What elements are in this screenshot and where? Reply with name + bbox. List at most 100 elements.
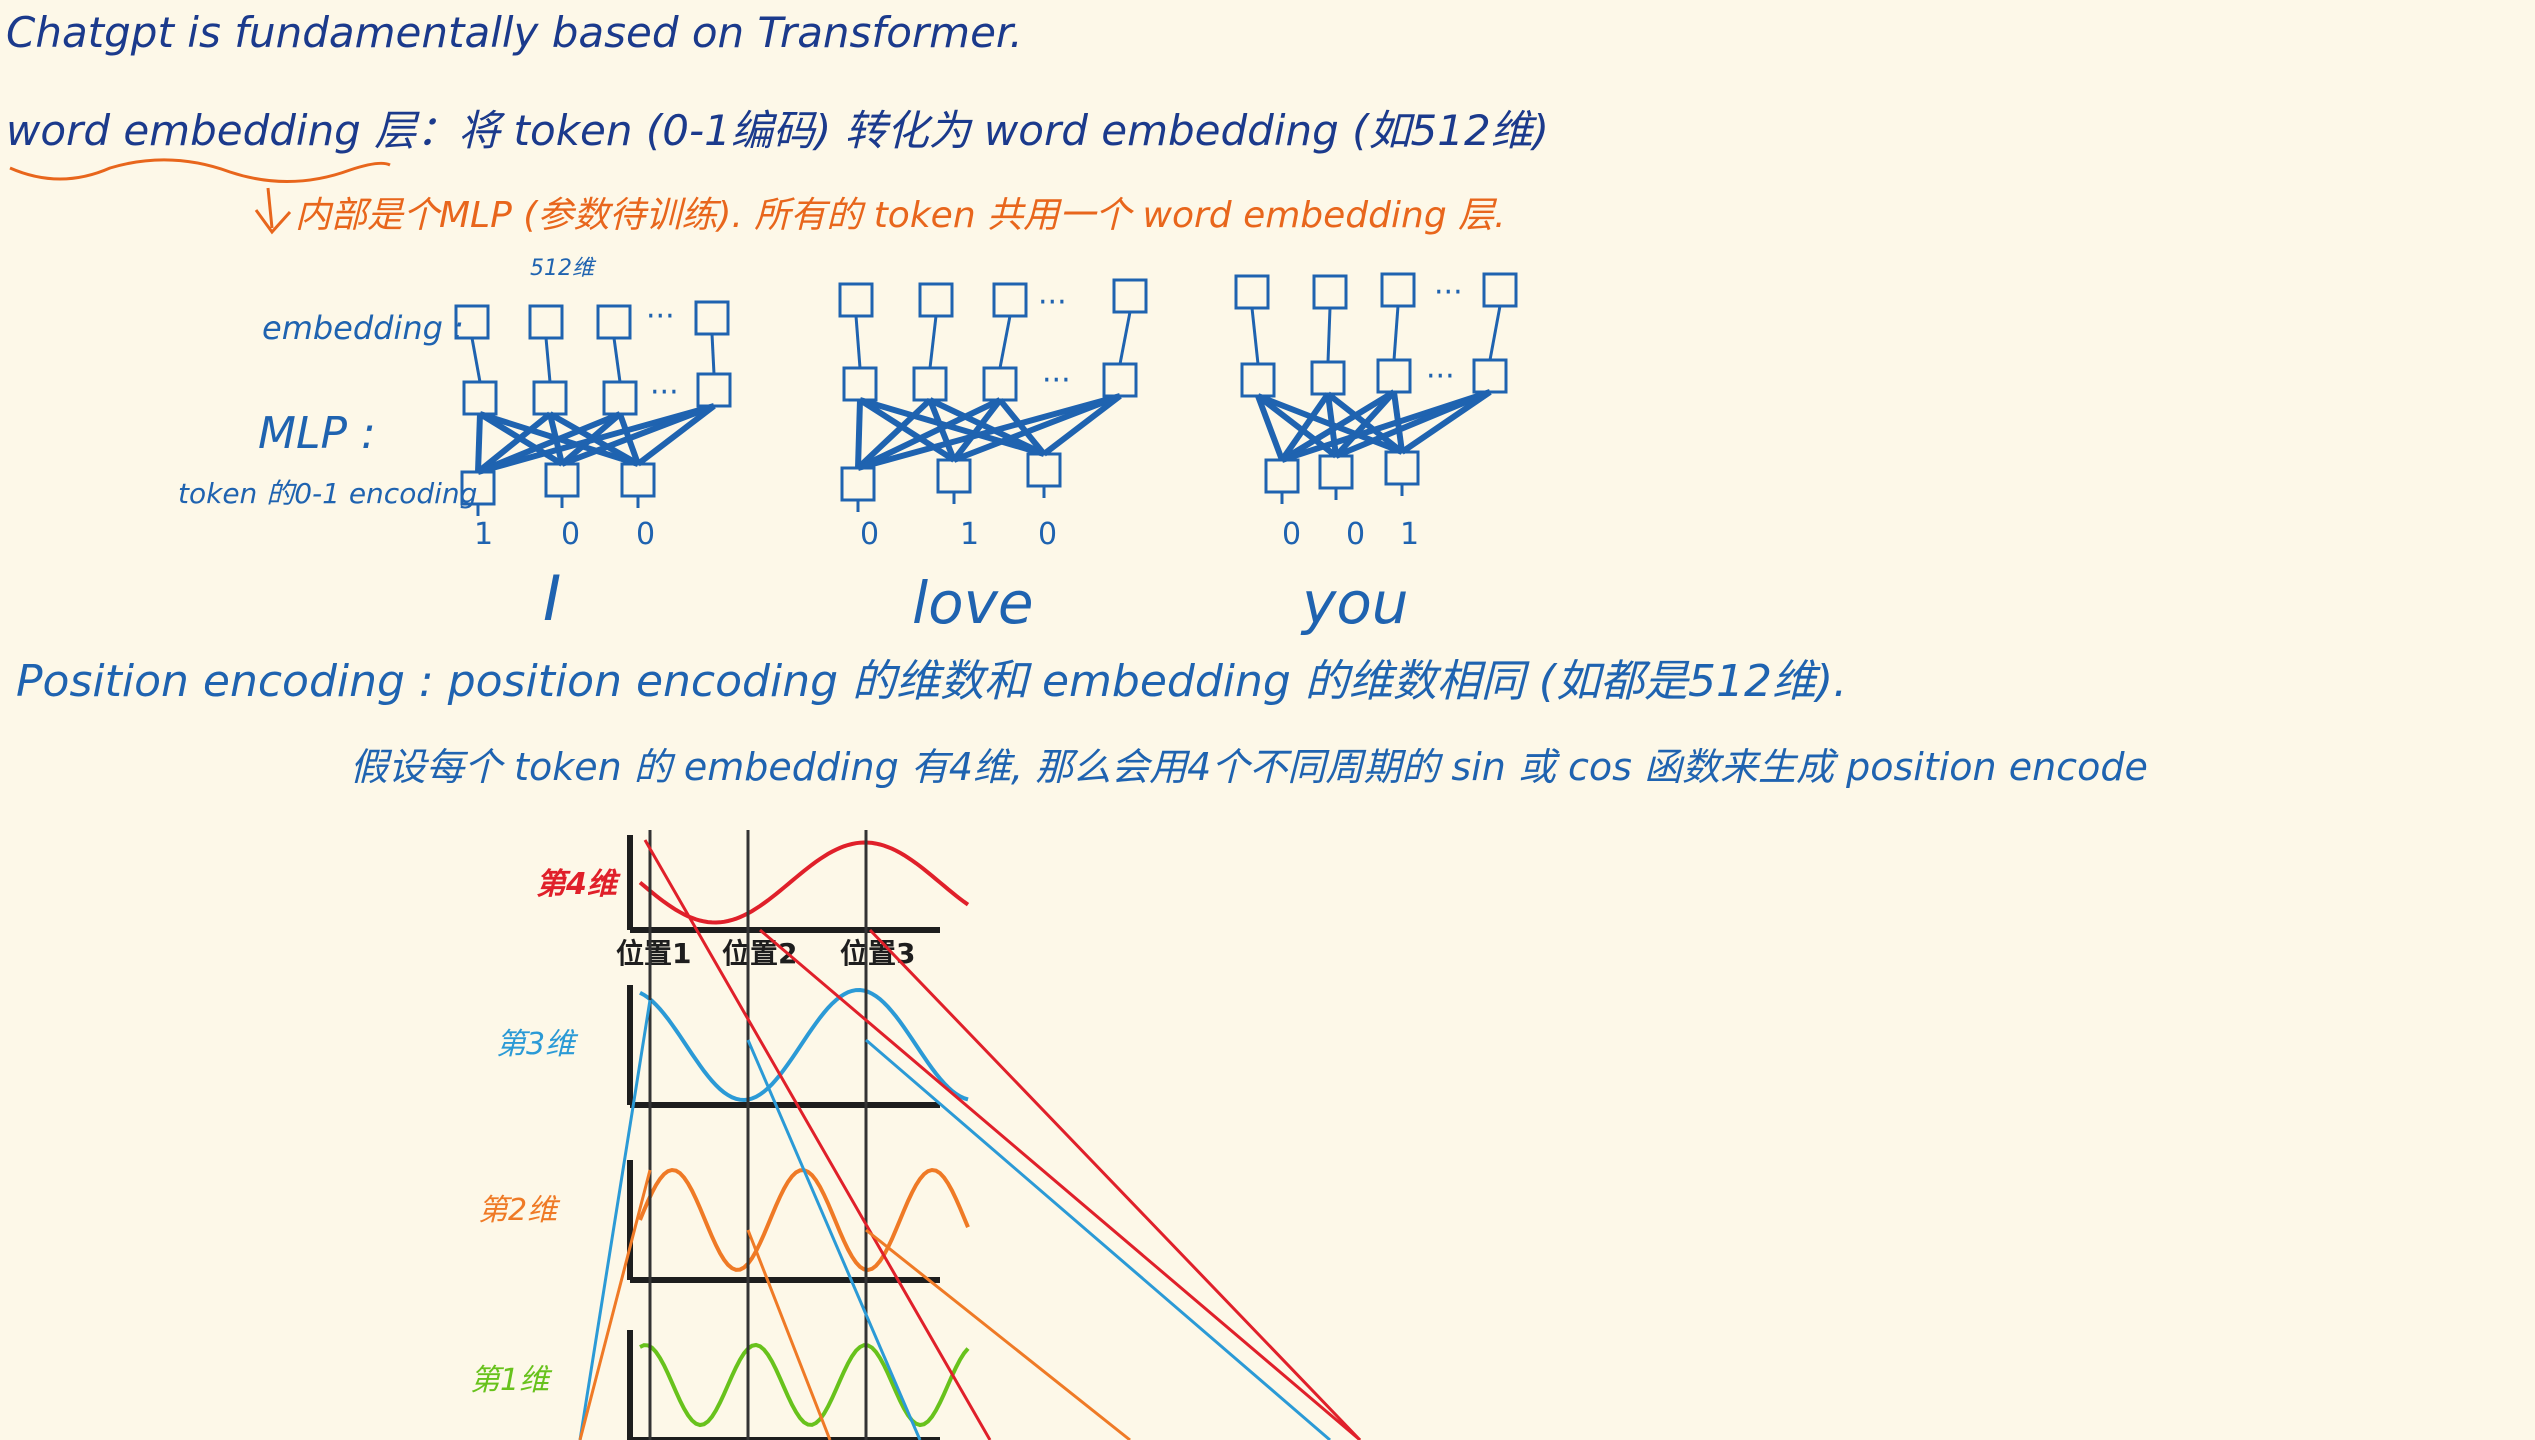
wave-dim1: [639, 1342, 970, 1428]
bit-you-1: 0: [1346, 517, 1366, 552]
link-mlp-token-love-3-2: [1042, 393, 1122, 457]
link-mlp-token-love-0-2: [859, 397, 1045, 457]
embedding-node-you-0: [1234, 274, 1270, 310]
wave-dim3: [639, 987, 969, 1103]
token-node-love-0: [840, 466, 876, 502]
embedding-node-you-3: [1482, 272, 1518, 308]
mlp-node-love-3: [1102, 362, 1138, 398]
link-emb-mlp-love-0: [854, 315, 862, 369]
link-mlp-token-you-3-2: [1400, 389, 1492, 455]
mlp-node-i-0: [462, 380, 498, 416]
mlp-node-you-2: [1376, 358, 1412, 394]
link-mlp-token-love-0-1: [858, 397, 956, 463]
arrow-down: [254, 187, 292, 235]
mlp-note-line: 内部是个MLP (参数待训练). 所有的 token 共用一个 word emb…: [295, 195, 1506, 236]
link-mlp-token-love-3-0: [857, 393, 1121, 471]
dim3-label: 第3维: [496, 1027, 576, 1062]
token-node-you-0: [1264, 458, 1300, 494]
link-mlp-token-love-2-2: [997, 398, 1047, 456]
link-emb-mlp-i-1: [544, 337, 552, 383]
link-emb-mlp-you-2: [1392, 305, 1400, 361]
link-mlp-token-i-0-0: [475, 413, 483, 473]
link-emb-mlp-you-0: [1250, 307, 1260, 365]
link-mlp-token-you-0-0: [1255, 394, 1285, 462]
dots-i-emb: ···: [646, 299, 675, 334]
projection-line-8: [746, 1229, 832, 1440]
link-emb-mlp-you-3: [1488, 305, 1502, 361]
bit-love-1: 1: [960, 517, 980, 552]
link-emb-mlp-love-1: [928, 315, 938, 369]
token-node-i-2: [620, 462, 656, 498]
wave-dim4: [638, 840, 970, 925]
assumption-line: 假设每个 token 的 embedding 有4维, 那么会用4个不同周期的 …: [350, 745, 2148, 789]
link-mlp-token-you-1-0: [1279, 392, 1331, 462]
wave-dim2: [638, 1167, 970, 1273]
embedding-node-love-2: [992, 282, 1028, 318]
link-emb-mlp-love-3: [1118, 311, 1132, 365]
token-node-i-1: [544, 462, 580, 498]
pos1-label: 位置1: [616, 937, 692, 970]
link-mlp-token-you-2-1: [1333, 389, 1397, 459]
mlp-node-i-3: [696, 372, 732, 408]
link-mlp-token-you-3-1: [1334, 389, 1492, 459]
word-love: love: [912, 569, 1034, 637]
link-mlp-token-i-3-2: [636, 403, 716, 467]
word-i: I: [543, 562, 562, 635]
pos2-label: 位置2: [722, 937, 798, 970]
mlp-node-love-2: [982, 366, 1018, 402]
word-embedding-line: word embedding 层：将 token (0-1编码) 转化为 wor…: [6, 106, 1550, 155]
embedding-node-love-1: [918, 282, 954, 318]
bit-love-0: 0: [860, 517, 880, 552]
link-mlp-token-you-2-0: [1280, 389, 1396, 463]
dim4-label: 第4维: [536, 867, 617, 902]
token-node-love-1: [936, 458, 972, 494]
mlp-row-label: MLP :: [258, 408, 376, 459]
embedding-node-i-0: [454, 304, 490, 340]
embedding-node-love-0: [838, 282, 874, 318]
bit-you-2: 1: [1400, 517, 1420, 552]
mlp-node-you-3: [1472, 358, 1508, 394]
link-mlp-token-i-3-1: [560, 403, 716, 467]
projection-line-4: [578, 999, 652, 1440]
projection-line-5: [746, 1039, 922, 1440]
bit-i-2: 0: [636, 517, 656, 552]
link-emb-mlp-you-1: [1326, 307, 1332, 363]
dots-love-mlp: ···: [1042, 363, 1071, 398]
bit-love-2: 0: [1038, 517, 1058, 552]
position-encoding-line: Position encoding : position encoding 的维…: [16, 656, 1848, 707]
projection-line-3: [868, 928, 1362, 1440]
mlp-node-i-1: [532, 380, 568, 416]
word-you: you: [1302, 569, 1409, 637]
underline-wavy: [9, 158, 391, 183]
dim1-label: 第1维: [470, 1363, 550, 1398]
link-mlp-token-love-1-2: [928, 397, 1046, 457]
embedding-node-you-1: [1312, 274, 1348, 310]
mlp-node-love-0: [842, 366, 878, 402]
embedding-node-love-3: [1112, 278, 1148, 314]
link-mlp-token-i-3-0: [477, 403, 715, 475]
link-emb-mlp-i-3: [710, 333, 716, 375]
dots-love-emb: ···: [1038, 285, 1067, 320]
projection-line-1: [643, 839, 992, 1440]
mlp-node-you-1: [1310, 360, 1346, 396]
bit-i-1: 0: [561, 517, 581, 552]
bit-you-0: 0: [1282, 517, 1302, 552]
link-mlp-token-love-3-1: [952, 393, 1122, 463]
dots-i-mlp: ···: [650, 375, 679, 410]
token-row-label: token 的0-1 encoding: [178, 477, 478, 510]
bit-i-0: 1: [474, 517, 494, 552]
title-line: Chatgpt is fundamentally based on Transf…: [6, 8, 1023, 57]
link-emb-mlp-i-2: [612, 337, 622, 383]
embedding-node-i-1: [528, 304, 564, 340]
token-node-i-0: [460, 470, 496, 506]
token-node-love-2: [1026, 452, 1062, 488]
embedding-row-label: embedding :: [262, 309, 464, 347]
link-emb-mlp-love-2: [998, 315, 1012, 369]
mlp-node-love-1: [912, 366, 948, 402]
link-mlp-token-love-2-1: [951, 398, 1003, 462]
embedding-node-i-3: [694, 300, 730, 336]
embedding-node-you-2: [1380, 272, 1416, 308]
projection-line-7: [578, 1169, 652, 1440]
token-node-you-2: [1384, 450, 1420, 486]
dim2-label: 第2维: [478, 1193, 558, 1228]
